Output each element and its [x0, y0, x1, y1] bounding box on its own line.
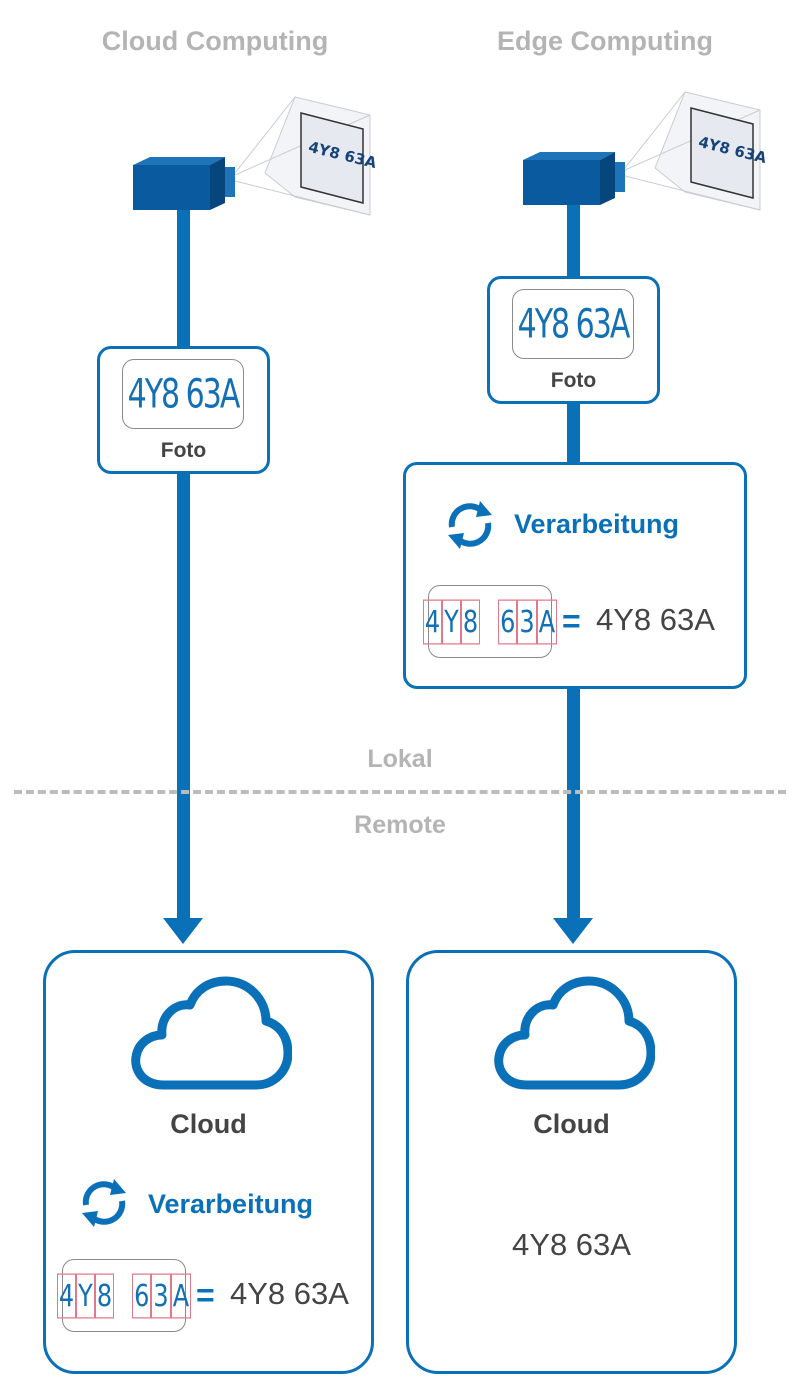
- segmented-plate: 4 Y 8 6 3 A: [422, 585, 558, 658]
- foto-label: Foto: [160, 439, 207, 462]
- equals-sign: =: [562, 603, 581, 639]
- cloud-icon: [494, 976, 655, 1090]
- char-segment: 8: [94, 1273, 115, 1318]
- foto-label: Foto: [550, 369, 597, 392]
- equals-sign: =: [196, 1277, 215, 1313]
- cloud-label: Cloud: [170, 1109, 247, 1139]
- camera-icon: 4Y8 63A: [523, 91, 765, 211]
- char-segment: A: [170, 1273, 192, 1318]
- license-plate: 4Y8 63A: [512, 289, 634, 359]
- char-segment: 6: [132, 1273, 152, 1318]
- plate-text: 4Y8 63A: [127, 370, 241, 418]
- cloud-icon: [131, 976, 292, 1090]
- char-segment: 4: [422, 599, 443, 644]
- license-plate: 4Y8 63A: [122, 359, 244, 429]
- char-segment: 3: [151, 1273, 171, 1318]
- char-segment: Y: [76, 1273, 95, 1318]
- arrow-down-icon: [163, 918, 203, 944]
- camera-icon: 4Y8 63A: [133, 96, 375, 216]
- edge-computing-title: Edge Computing: [497, 26, 713, 56]
- cloud-box-edge-computing: Cloud 4Y8 63A: [406, 950, 737, 1374]
- cloud-box-cloud-computing: Cloud Verarbeitung 4 Y 8 6 3 A = 4Y8 63A: [43, 950, 374, 1374]
- recognized-text: 4Y8 63A: [596, 602, 715, 637]
- zone-divider: [14, 790, 786, 794]
- foto-box-edge: 4Y8 63A Foto: [487, 276, 660, 404]
- char-segment: 4: [56, 1273, 77, 1318]
- arrow-down-icon: [553, 918, 593, 944]
- plate-text: 4Y8 63A: [517, 300, 631, 348]
- char-segment: Y: [442, 599, 461, 644]
- char-segment: 8: [460, 599, 481, 644]
- char-segment: 6: [498, 599, 518, 644]
- cloud-result-text: 4Y8 63A: [512, 1227, 631, 1262]
- refresh-icon: [82, 1179, 126, 1227]
- foto-box-cloud: 4Y8 63A Foto: [97, 346, 270, 474]
- recognized-text: 4Y8 63A: [230, 1276, 349, 1311]
- segmented-plate: 4 Y 8 6 3 A: [56, 1259, 192, 1332]
- processing-title: Verarbeitung: [514, 509, 680, 539]
- processing-title: Verarbeitung: [148, 1189, 314, 1219]
- cloud-label: Cloud: [533, 1109, 610, 1139]
- processing-box-edge: Verarbeitung 4 Y 8 6 3 A = 4Y8 63A: [403, 462, 747, 689]
- char-segment: A: [536, 599, 558, 644]
- refresh-icon: [448, 501, 492, 549]
- remote-zone-label: Remote: [354, 811, 446, 839]
- char-segment: 3: [517, 599, 537, 644]
- local-zone-label: Lokal: [367, 745, 433, 773]
- cloud-computing-title: Cloud Computing: [101, 26, 329, 56]
